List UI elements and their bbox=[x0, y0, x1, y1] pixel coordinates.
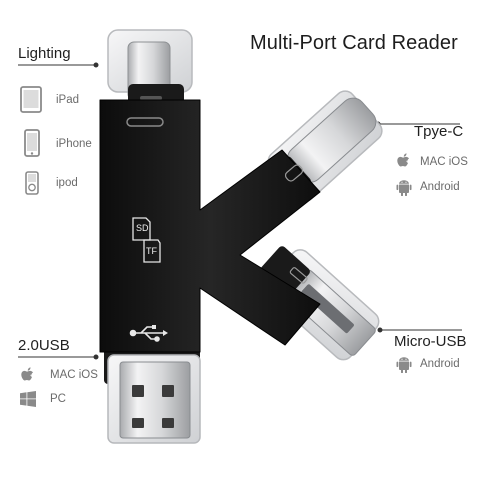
lightning-label: Lighting bbox=[18, 45, 71, 62]
usb-mac-label: MAC iOS bbox=[50, 369, 98, 381]
reader-body bbox=[99, 99, 321, 353]
lightning-port-slot bbox=[126, 117, 164, 127]
micro-usb-android-label: Android bbox=[420, 358, 460, 370]
apple-icon bbox=[396, 152, 412, 175]
ipad-icon bbox=[20, 86, 42, 118]
type-c-port-slot bbox=[284, 164, 304, 182]
micro-usb-connector bbox=[259, 246, 380, 361]
apple-icon bbox=[20, 366, 36, 389]
ipod-icon bbox=[25, 171, 39, 200]
page-title: Multi-Port Card Reader bbox=[250, 32, 458, 54]
tf-slot-label: TF bbox=[146, 246, 157, 256]
type-c-mac-label: MAC iOS bbox=[420, 156, 468, 168]
type-c-label: Tpye-C bbox=[414, 123, 464, 140]
sd-slot-label: SD bbox=[136, 223, 149, 233]
iphone-icon bbox=[24, 129, 40, 162]
leader-lightning-dot bbox=[93, 62, 99, 68]
leader-usb-dot bbox=[93, 354, 99, 360]
micro-usb-label: Micro-USB bbox=[394, 333, 467, 350]
leader-micro-usb-dot bbox=[377, 327, 383, 333]
type-c-android-label: Android bbox=[420, 181, 460, 193]
usb-label: 2.0USB bbox=[18, 337, 70, 354]
usb-a-connector bbox=[104, 340, 201, 444]
android-icon bbox=[396, 355, 412, 378]
usb-symbol-icon bbox=[129, 325, 168, 342]
usb-pc-label: PC bbox=[50, 393, 66, 405]
micro-usb-port-slot bbox=[289, 267, 308, 284]
iphone-label: iPhone bbox=[56, 138, 92, 150]
windows-icon bbox=[20, 391, 36, 412]
ipod-label: ipod bbox=[56, 177, 78, 189]
android-icon bbox=[396, 178, 412, 201]
tf-card-slot bbox=[143, 239, 161, 263]
sd-card-slot bbox=[132, 217, 151, 241]
ipad-label: iPad bbox=[56, 94, 80, 106]
